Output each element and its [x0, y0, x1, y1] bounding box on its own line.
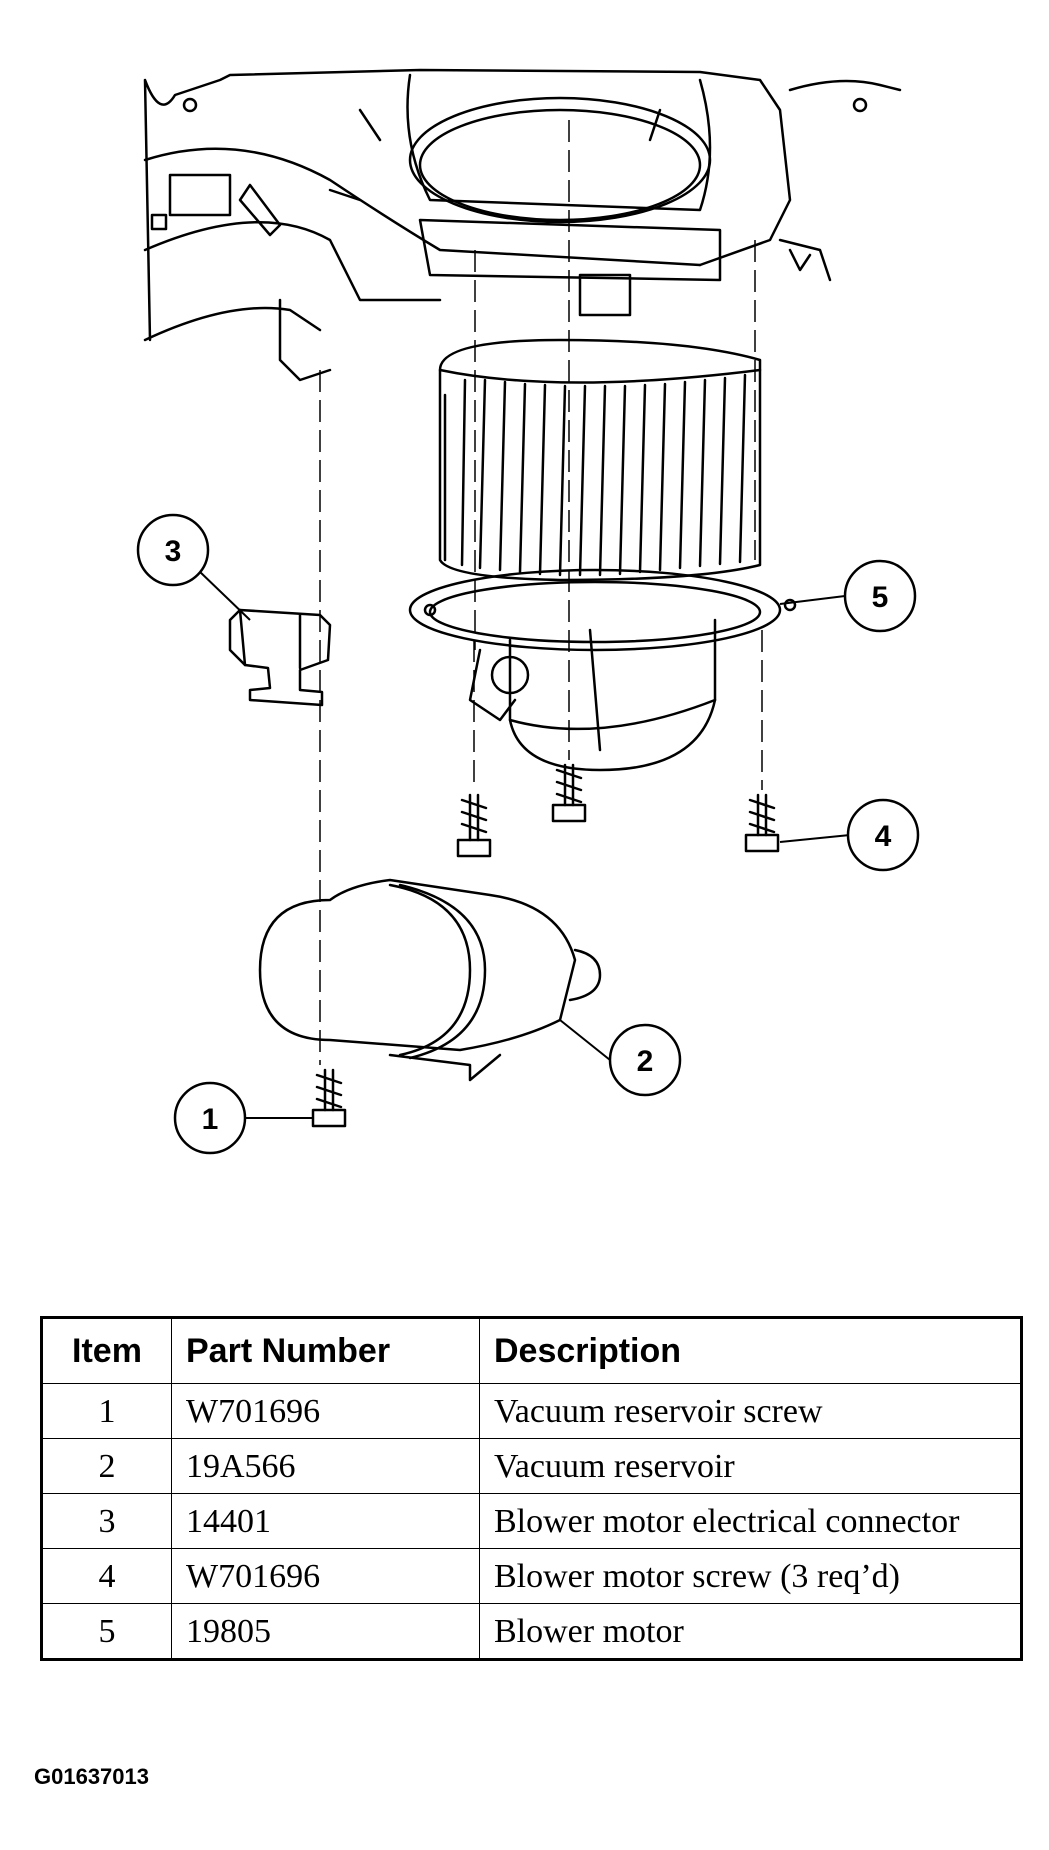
header-part-number: Part Number	[171, 1317, 480, 1384]
parts-table: Item Part Number Description 1 W701696 V…	[40, 1316, 1023, 1661]
row-item: 2	[41, 1438, 172, 1494]
row-item: 3	[41, 1493, 172, 1549]
callout-1: 1	[173, 1081, 247, 1155]
callout-4-label: 4	[875, 820, 892, 853]
row-part-number: W701696	[171, 1548, 480, 1604]
header-item: Item	[41, 1317, 172, 1384]
header-description: Description	[479, 1317, 1022, 1384]
row-item: 4	[41, 1548, 172, 1604]
table-row: 2 19A566 Vacuum reservoir	[41, 1438, 1022, 1494]
row-description: Vacuum reservoir	[479, 1438, 1022, 1494]
blower-housing	[143, 68, 902, 382]
vacuum-reservoir	[258, 878, 602, 1082]
row-part-number: 19A566	[171, 1438, 480, 1494]
screw-4-right	[744, 793, 780, 853]
blower-motor-body	[468, 618, 717, 772]
row-part-number: 19805	[171, 1603, 480, 1660]
callout-2-label: 2	[637, 1045, 654, 1078]
table-row: 1 W701696 Vacuum reservoir screw	[41, 1383, 1022, 1439]
table-header-row: Item Part Number Description	[41, 1317, 1022, 1384]
screw-4-left	[456, 793, 492, 858]
blower-motor-flange	[408, 568, 797, 652]
callout-1-label: 1	[202, 1103, 219, 1136]
table-row: 3 14401 Blower motor electrical connecto…	[41, 1493, 1022, 1549]
row-part-number: 14401	[171, 1493, 480, 1549]
row-description: Blower motor electrical connector	[479, 1493, 1022, 1549]
callout-3-label: 3	[165, 535, 182, 568]
row-description: Blower motor	[479, 1603, 1022, 1660]
electrical-connector	[228, 608, 332, 707]
callout-5: 5	[843, 559, 917, 633]
blower-wheel	[438, 338, 762, 582]
row-description: Blower motor screw (3 req’d)	[479, 1548, 1022, 1604]
leader-lines	[197, 569, 851, 1119]
screw-1	[311, 1068, 347, 1128]
table-row: 4 W701696 Blower motor screw (3 req’d)	[41, 1548, 1022, 1604]
callout-3: 3	[136, 513, 210, 587]
callout-2: 2	[608, 1023, 682, 1097]
table-row: 5 19805 Blower motor	[41, 1603, 1022, 1660]
row-description: Vacuum reservoir screw	[479, 1383, 1022, 1439]
row-part-number: W701696	[171, 1383, 480, 1439]
screw-4-center	[551, 763, 587, 823]
alignment-lines	[319, 120, 763, 1065]
row-item: 5	[41, 1603, 172, 1660]
row-item: 1	[41, 1383, 172, 1439]
callout-4: 4	[846, 798, 920, 872]
figure-id: G01637013	[34, 1764, 149, 1789]
callout-5-label: 5	[872, 581, 889, 614]
exploded-view-diagram: 1 2 3 4 5	[136, 68, 920, 1155]
